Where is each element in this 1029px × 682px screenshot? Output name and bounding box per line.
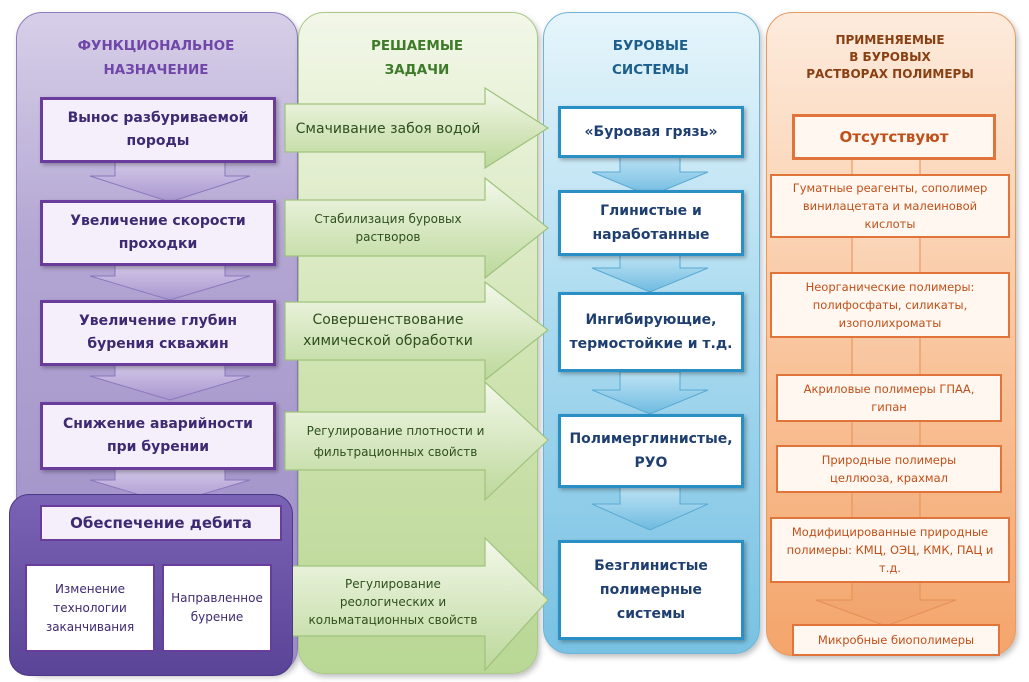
- functional-item: Увеличение глубин бурения скважин: [40, 300, 276, 366]
- functional-item: Снижение аварийности при бурении: [40, 402, 276, 470]
- task-label: Совершенствование химической обработки: [303, 312, 473, 349]
- task-label: Регулирование реологических и кольматаци…: [308, 577, 478, 627]
- task-label: Смачивание забоя водой: [295, 120, 481, 137]
- polymer-item: Микробные биополимеры: [792, 624, 1000, 656]
- debit-sub-item: Направленное бурение: [162, 564, 272, 652]
- debit-title: Обеспечение дебита: [40, 505, 282, 541]
- system-item: Безглинистые полимерные системы: [558, 540, 744, 640]
- tasks-header: РЕШАЕМЫЕ ЗАДАЧИ: [370, 38, 464, 78]
- system-item: Полимерглинистые, РУО: [558, 414, 744, 488]
- polymer-item: Гуматные реагенты, сополимер винилацетат…: [770, 174, 1010, 238]
- systems-header: БУРОВЫЕ СИСТЕМЫ: [612, 38, 689, 78]
- system-item: «Буровая грязь»: [558, 106, 744, 158]
- task-label: Регулирование плотности и фильтрационных…: [306, 424, 485, 459]
- debit-sub-item: Изменение технологии заканчивания: [25, 564, 155, 652]
- polymer-item: Модифицированные природные полимеры: КМЦ…: [770, 517, 1010, 583]
- polymers-header: ПРИМЕНЯЕМЫЕ В БУРОВЫХ РАСТВОРАХ ПОЛИМЕРЫ: [806, 33, 974, 81]
- polymer-item: Акриловые полимеры ГПАА, гипан: [776, 374, 1002, 422]
- system-item: Ингибирующие, термостойкие и т.д.: [558, 292, 744, 372]
- polymer-item: Неорганические полимеры: полифосфаты, си…: [770, 272, 1010, 338]
- task-arrows: [284, 86, 550, 672]
- polymer-item: Природные полимеры целлюоза, крахмал: [776, 445, 1002, 493]
- functional-item: Увеличение скорости проходки: [40, 200, 276, 266]
- task-label: Стабилизация буровых растворов: [314, 212, 462, 244]
- system-item: Глинистые и наработанные: [558, 190, 744, 256]
- polymer-item: Отсутствуют: [792, 114, 996, 160]
- systems-down-arrows: [591, 154, 709, 531]
- functional-item: Вынос разбуриваемой породы: [40, 97, 276, 163]
- functional-header: ФУНКЦИОНАЛЬНОЕ НАЗНАЧЕНИЕ: [77, 38, 235, 78]
